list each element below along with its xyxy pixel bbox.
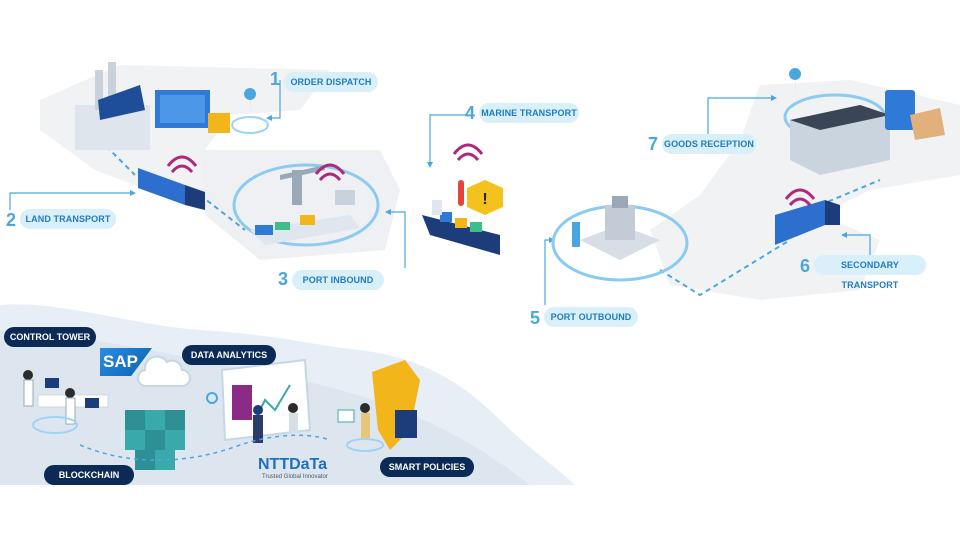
control-tower-label: CONTROL TOWER: [4, 327, 96, 347]
ntt-data-tagline: Trusted Global Innovator: [262, 474, 328, 480]
step-3-label: PORT INBOUND: [292, 270, 384, 290]
port-outbound-illustration: [551, 196, 689, 282]
factory-illustration: [75, 62, 269, 150]
smart-policies-illustration: [337, 360, 420, 452]
step-3-number: 3: [278, 269, 289, 289]
svg-text:!: !: [482, 191, 487, 208]
step-5-number: 5: [530, 308, 541, 328]
warehouse-illustration: [783, 68, 945, 175]
analytics-dashboard: [206, 358, 312, 443]
step-1-label: ORDER DISPATCH: [284, 72, 378, 92]
ship-illustration: !: [422, 143, 503, 255]
secondary-truck-illustration: [775, 188, 840, 245]
truck-illustration: [138, 155, 205, 210]
step-7-label: GOODS RECEPTION: [662, 134, 756, 154]
step-7-number: 7: [648, 134, 659, 154]
blockchain-label: BLOCKCHAIN: [44, 465, 134, 485]
step-4-number: 4: [465, 103, 476, 123]
step-5-label: PORT OUTBOUND: [544, 307, 638, 327]
ntt-data-logo: NTTDaTa: [258, 456, 328, 473]
blockchain-cubes: [125, 410, 185, 470]
step-4-label: MARINE TRANSPORT: [479, 103, 579, 123]
step-6-number: 6: [800, 256, 811, 276]
step-2-number: 2: [6, 210, 17, 230]
step-6-label: SECONDARY TRANSPORT: [814, 255, 926, 290]
smart-policies-label: SMART POLICIES: [380, 457, 474, 477]
data-analytics-label: DATA ANALYTICS: [182, 345, 276, 365]
port-inbound-illustration: [232, 163, 380, 247]
step-1-number: 1: [270, 69, 281, 89]
step-2-label: LAND TRANSPORT: [20, 209, 116, 229]
